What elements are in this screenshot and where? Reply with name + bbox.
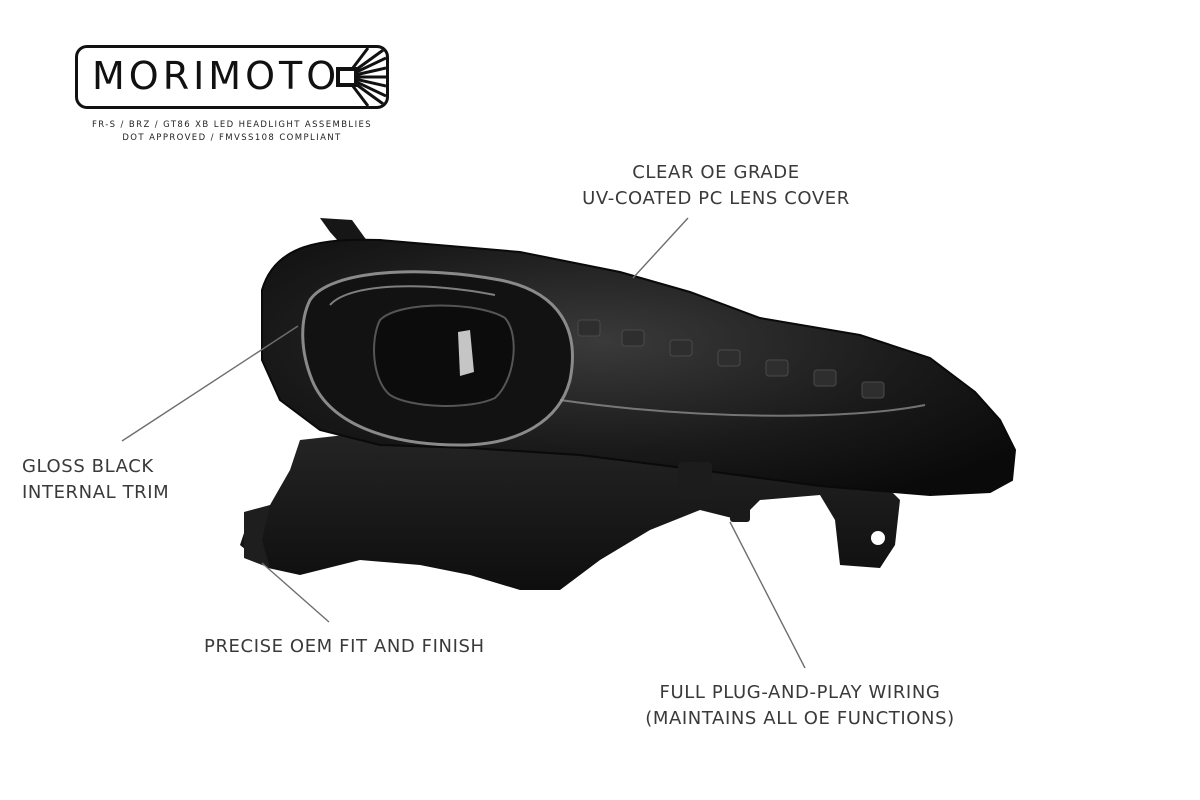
callout-wiring-line-2: (MAINTAINS ALL OE FUNCTIONS)	[645, 708, 955, 729]
rising-sun-icon	[336, 48, 386, 106]
callout-lens-line-1: CLEAR OE GRADE	[632, 162, 800, 183]
callout-lens-line-2: UV-COATED PC LENS COVER	[582, 188, 850, 209]
callout-trim-line-2: INTERNAL TRIM	[22, 482, 170, 503]
morimoto-logo: MORIMOTO	[75, 45, 389, 109]
trim-highlight	[329, 285, 496, 306]
left-bracket	[244, 505, 270, 568]
leader-line-lens	[632, 217, 689, 279]
logo-tagline-compliance: DOT APPROVED / FMVSS108 COMPLIANT	[122, 133, 342, 143]
leader-line-trim	[121, 325, 299, 442]
projector-reflection	[458, 330, 474, 376]
callout-wiring-line-1: FULL PLUG-AND-PLAY WIRING	[659, 682, 941, 703]
projector-lens	[373, 304, 515, 407]
callout-internal-trim: GLOSS BLACK INTERNAL TRIM	[22, 454, 169, 506]
logo-wordmark: MORIMOTO	[92, 54, 341, 98]
drl-strip	[559, 399, 926, 417]
callout-trim-line-1: GLOSS BLACK	[22, 456, 154, 477]
leader-line-fit	[261, 562, 330, 623]
callout-oem-fit: PRECISE OEM FIT AND FINISH	[204, 634, 485, 660]
callout-wiring: FULL PLUG-AND-PLAY WIRING (MAINTAINS ALL…	[632, 680, 968, 732]
led-light-bar	[577, 319, 885, 399]
callout-fit-line-1: PRECISE OEM FIT AND FINISH	[204, 636, 485, 657]
logo-tagline-models: FR-S / BRZ / GT86 XB LED HEADLIGHT ASSEM…	[91, 120, 373, 130]
bracket-hole	[871, 531, 885, 545]
wiring-connector	[678, 462, 712, 500]
leader-line-wiring	[729, 521, 806, 669]
callout-lens-cover: CLEAR OE GRADE UV-COATED PC LENS COVER	[582, 160, 849, 212]
